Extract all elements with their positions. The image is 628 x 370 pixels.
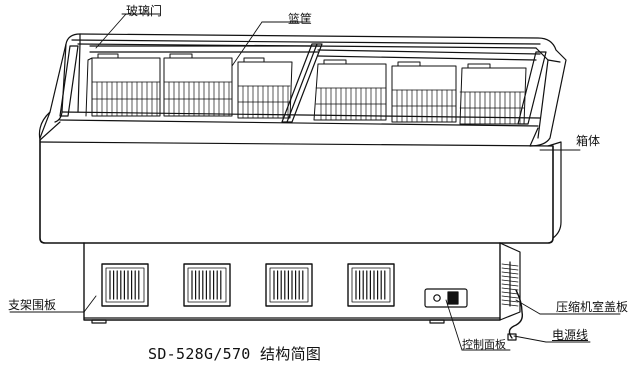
cabinet-body xyxy=(40,140,561,243)
baskets xyxy=(86,54,526,124)
label-power-cord: 电源线 xyxy=(552,328,589,342)
stand-base xyxy=(84,243,520,323)
label-glass-door: 玻璃门 xyxy=(126,4,163,18)
power-cord-drawing xyxy=(508,290,522,340)
diagram-caption: SD-528G/570 结构简图 xyxy=(148,345,322,363)
glass-doors xyxy=(60,44,546,124)
label-compressor-cover: 压缩机室盖板 xyxy=(556,300,628,314)
label-stand: 支架围板 xyxy=(8,298,57,312)
label-basket: 篮筐 xyxy=(288,12,313,26)
compressor-grille xyxy=(502,264,518,306)
top-frame xyxy=(39,34,566,146)
basket-grid-lines xyxy=(92,82,524,124)
leader-lines xyxy=(10,14,620,350)
vents xyxy=(102,264,394,306)
label-cabinet: 箱体 xyxy=(576,134,601,148)
control-panel-drawing xyxy=(425,289,467,307)
label-control-panel: 控制面板 xyxy=(462,338,506,351)
